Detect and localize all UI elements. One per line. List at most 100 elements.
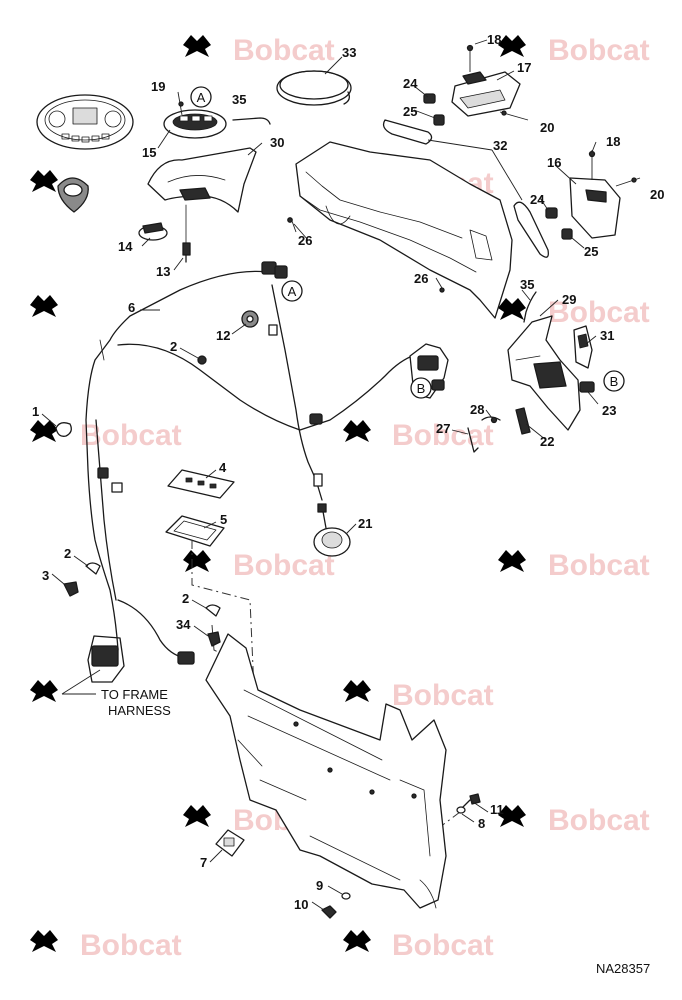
watermark-logo-9	[183, 550, 211, 572]
bulb-25a	[433, 114, 445, 126]
callout-15: 15	[142, 145, 156, 160]
callout-leaders	[41, 39, 599, 911]
connector-23	[579, 381, 595, 393]
control-pod	[507, 315, 581, 431]
callout-10: 10	[294, 897, 308, 912]
connector-circle-b-harness: B	[410, 377, 432, 399]
connector-circle-a-top: A	[190, 86, 212, 108]
assembly-line-1	[191, 540, 255, 691]
bulb-25b	[561, 228, 573, 240]
watermark-text-2: Bobcat	[548, 34, 650, 67]
pin-27	[467, 427, 479, 453]
callout-14: 14	[118, 239, 133, 254]
svg-text:A: A	[288, 284, 297, 299]
callout-21: 21	[358, 516, 372, 531]
callout-4: 4	[219, 460, 227, 475]
watermark-text-15: Bobcat	[80, 929, 182, 962]
connector-circle-a-harness: A	[281, 280, 303, 302]
coiled-seal	[276, 70, 352, 106]
key-ring-bezel	[57, 177, 89, 213]
callout-22: 22	[540, 434, 554, 449]
callout-3: 3	[42, 568, 49, 583]
watermark-logo-1	[183, 35, 211, 57]
callout-23: 23	[602, 403, 616, 418]
dome-light	[451, 71, 521, 117]
callout-35a: 35	[232, 92, 246, 107]
diagram-code: NA28357	[596, 961, 650, 976]
callout-35b: 35	[520, 277, 534, 292]
clip-34	[207, 631, 221, 647]
clip-2a	[197, 355, 207, 365]
callout-16: 16	[547, 155, 561, 170]
watermark-text-6: Bobcat	[548, 296, 650, 329]
callout-2a: 2	[170, 339, 177, 354]
watermark-text-7: Bobcat	[80, 419, 182, 452]
callout-33: 33	[342, 45, 356, 60]
clip-2c	[205, 604, 221, 617]
callout-2c: 2	[182, 591, 189, 606]
clip-1	[55, 422, 72, 437]
callout-9: 9	[316, 878, 323, 893]
callout-5: 5	[220, 512, 227, 527]
nut-10	[321, 905, 337, 919]
gasket-loop-a	[382, 119, 433, 145]
watermark-text-9: Bobcat	[233, 549, 335, 582]
panel-gasket	[165, 515, 225, 547]
watermark-logo-8	[343, 420, 371, 442]
watermark-logo-10	[498, 550, 526, 572]
callout-numbers: 1 2 2 2 3 4 5 6 7 8 9 10 11 12 13 14 15 …	[32, 32, 664, 912]
watermark-logo-6	[498, 298, 526, 320]
washer-9	[341, 892, 351, 900]
watermark-text-1: Bobcat	[233, 34, 335, 67]
watermark-text-12: Bobcat	[392, 679, 494, 712]
callout-25b: 25	[584, 244, 598, 259]
callout-20a: 20	[540, 120, 554, 135]
gasket-loop-b	[513, 201, 549, 258]
instrument-cluster	[36, 94, 134, 150]
relay-panel	[167, 469, 235, 499]
callout-18a: 18	[487, 32, 501, 47]
callout-6: 6	[128, 300, 135, 315]
watermark-text-14: Bobcat	[548, 804, 650, 837]
callout-31: 31	[600, 328, 614, 343]
watermark-logo-11	[30, 680, 58, 702]
watermark-logo-13	[183, 805, 211, 827]
watermark-logo-5	[30, 295, 58, 317]
callout-25a: 25	[403, 104, 417, 119]
svg-text:B: B	[417, 381, 426, 396]
watermark-logo-16	[343, 930, 371, 952]
note-line-2: HARNESS	[108, 703, 171, 718]
callout-13: 13	[156, 264, 170, 279]
callout-8: 8	[478, 816, 485, 831]
watermark-logo-15	[30, 930, 58, 952]
switch-31	[573, 325, 593, 369]
callout-32: 32	[493, 138, 507, 153]
dash-switch	[138, 222, 168, 241]
clip-3	[63, 581, 79, 597]
spring-28	[481, 416, 501, 424]
dash-panel	[147, 147, 257, 213]
callout-24b: 24	[530, 192, 545, 207]
callout-19: 19	[151, 79, 165, 94]
overhead-light-bar	[295, 141, 513, 319]
watermark-text-10: Bobcat	[548, 549, 650, 582]
callout-24a: 24	[403, 76, 418, 91]
callout-26a: 26	[298, 233, 312, 248]
watermark-text-16: Bobcat	[392, 929, 494, 962]
watermark-logo-3	[30, 170, 58, 192]
callout-34: 34	[176, 617, 191, 632]
horn	[313, 503, 351, 557]
watermark-logo-7	[30, 420, 58, 442]
callout-28: 28	[470, 402, 484, 417]
watermark-text-8: Bobcat	[392, 419, 494, 452]
grommet-12	[241, 310, 259, 328]
watermark-logo-2	[498, 35, 526, 57]
frame-harness-note: TO FRAME HARNESS	[61, 669, 171, 718]
callout-1: 1	[32, 404, 39, 419]
bulb-socket-24b	[545, 207, 558, 219]
svg-text:A: A	[197, 90, 206, 105]
watermark-logo-12	[343, 680, 371, 702]
callout-11: 11	[490, 802, 504, 817]
callout-27: 27	[436, 421, 450, 436]
